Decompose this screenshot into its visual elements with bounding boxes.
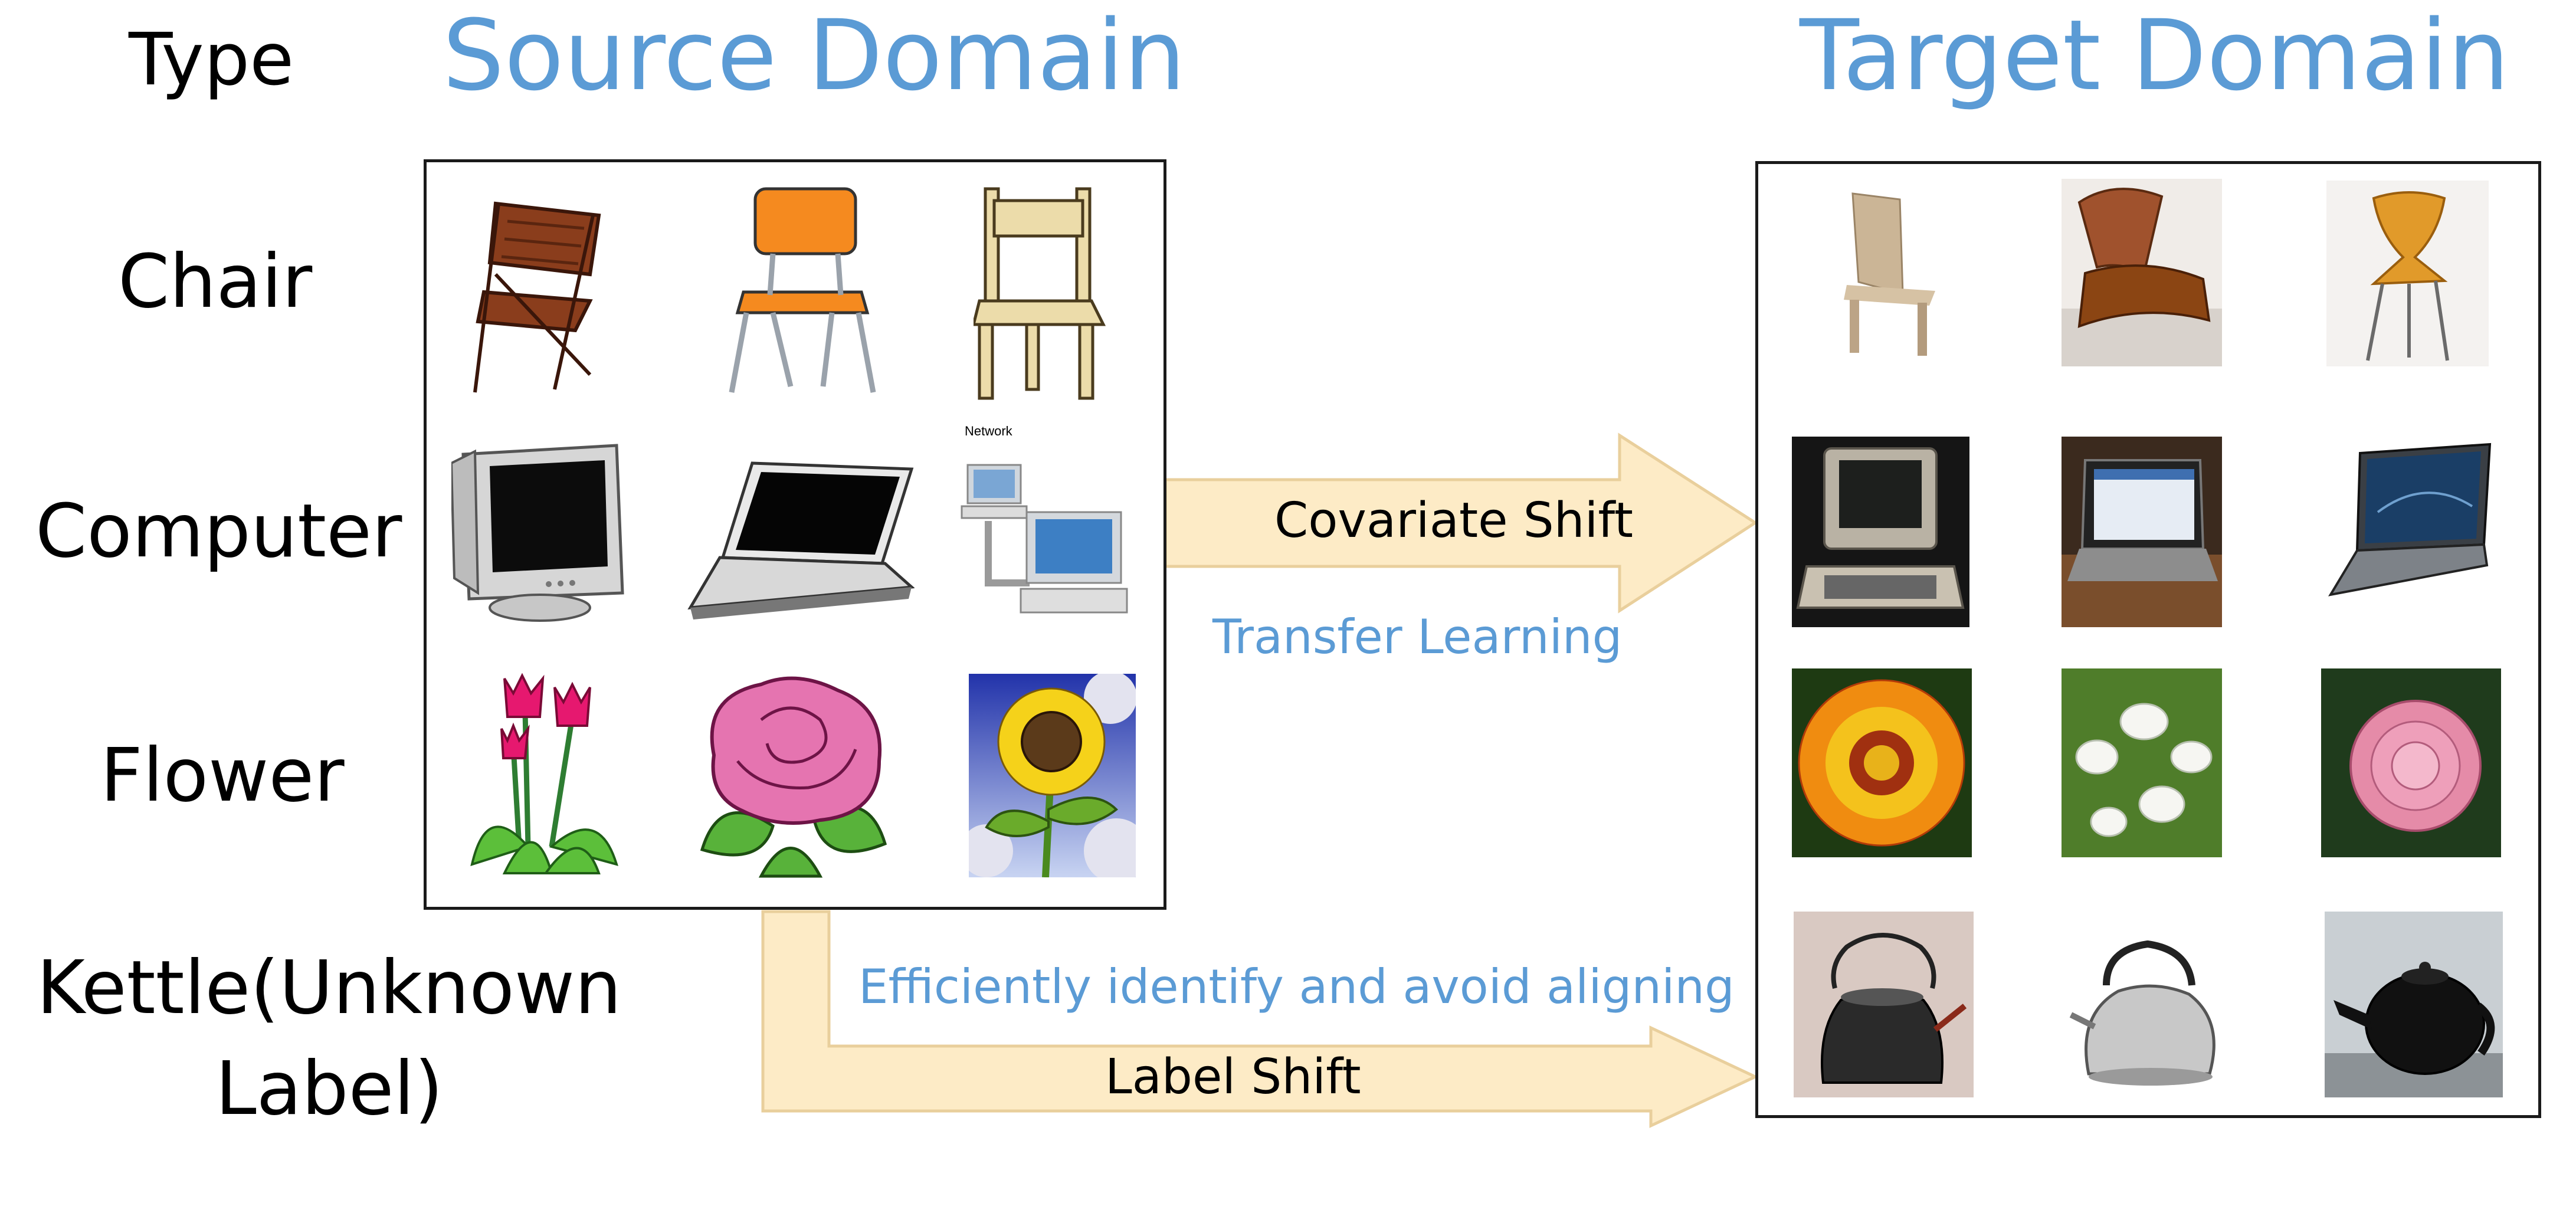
target-chair-2-photo — [2062, 179, 2222, 366]
row-label-kettle-line1: Kettle(Unknown — [37, 945, 622, 1031]
covariate-shift-label: Covariate Shift — [1274, 493, 1633, 549]
source-chair-2-icon — [729, 187, 876, 393]
target-white-flowers-photo — [2062, 668, 2222, 857]
source-monitor-icon — [451, 444, 624, 622]
row-label-chair: Chair — [118, 239, 313, 325]
label-shift-arrow — [761, 910, 1759, 1128]
target-black-kettle-photo — [1794, 912, 1974, 1097]
source-laptop-icon — [687, 461, 915, 620]
source-chair-1-icon — [473, 201, 601, 393]
row-label-kettle-line2: Label) — [215, 1046, 443, 1132]
target-chair-1-photo — [1829, 188, 1947, 359]
target-laptop-desk-photo — [2062, 437, 2222, 627]
source-chair-3-icon — [974, 187, 1106, 400]
network-text: Network — [965, 424, 1013, 438]
source-network-icon: Network — [961, 424, 1128, 614]
target-vintage-computer-photo — [1792, 437, 1969, 627]
row-label-computer: Computer — [35, 489, 402, 574]
target-pink-camellia-photo — [2321, 668, 2501, 857]
efficiently-identify-caption: Efficiently identify and avoid aligning — [858, 959, 1735, 1014]
target-silver-kettle-photo — [2065, 920, 2230, 1092]
target-domain-title: Target Domain — [1800, 0, 2510, 112]
target-black-laptop-photo — [2325, 441, 2493, 618]
label-shift-label: Label Shift — [1105, 1049, 1361, 1105]
target-chair-3-photo — [2326, 181, 2489, 366]
transfer-learning-caption: Transfer Learning — [1212, 609, 1623, 664]
source-sunflower-icon — [969, 674, 1136, 877]
target-black-teapot-photo — [2325, 912, 2503, 1097]
source-tulips-icon — [470, 673, 618, 874]
target-gazania-photo — [1792, 668, 1972, 857]
type-label: Type — [129, 18, 294, 101]
covariate-shift-arrow — [1164, 432, 1758, 614]
source-rose-icon — [700, 676, 887, 878]
source-domain-title: Source Domain — [443, 0, 1186, 112]
row-label-flower: Flower — [100, 733, 345, 818]
